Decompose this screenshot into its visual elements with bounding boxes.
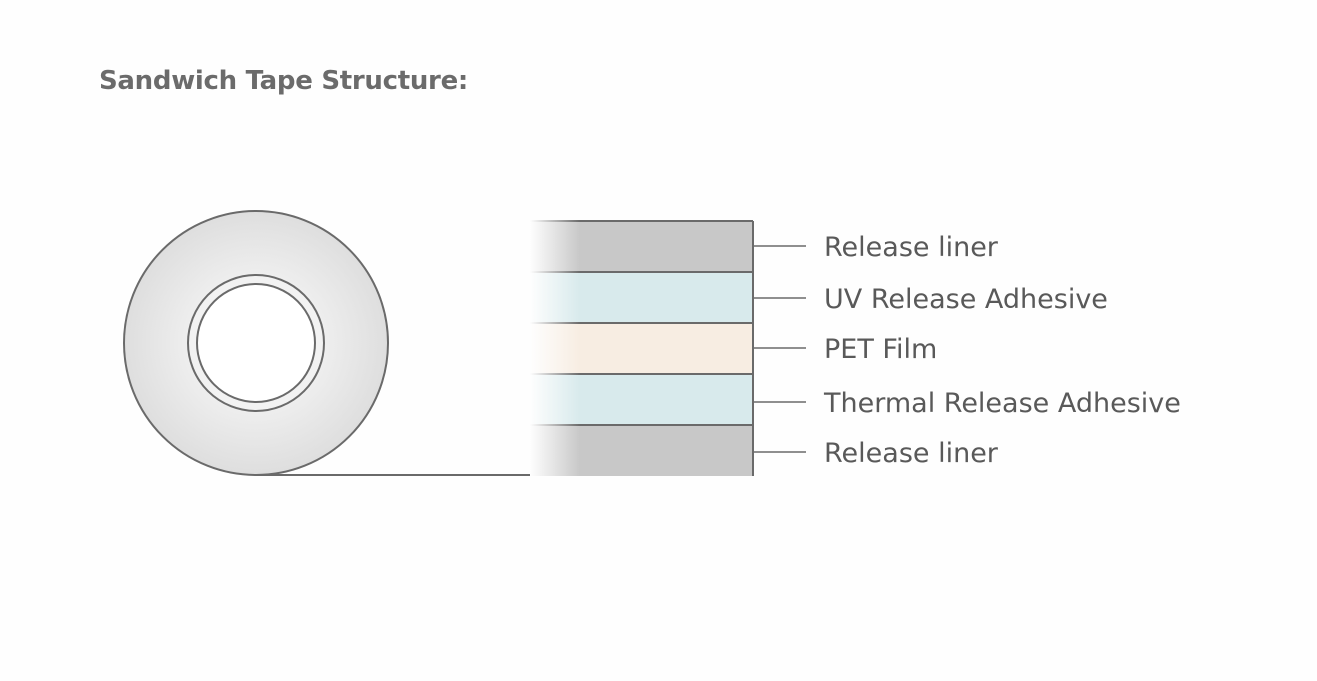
tape-roll: [123, 210, 389, 476]
layer-label: Release liner: [824, 232, 999, 263]
diagram-title: Sandwich Tape Structure:: [99, 66, 469, 96]
layer-label: UV Release Adhesive: [824, 284, 1108, 315]
layer-fade: [530, 220, 580, 476]
layer-label: Thermal Release Adhesive: [823, 388, 1181, 419]
roll-hole: [196, 283, 316, 403]
layer-label: Release liner: [824, 438, 999, 469]
layer-stack: [530, 220, 754, 476]
layer-label: PET Film: [824, 334, 937, 365]
